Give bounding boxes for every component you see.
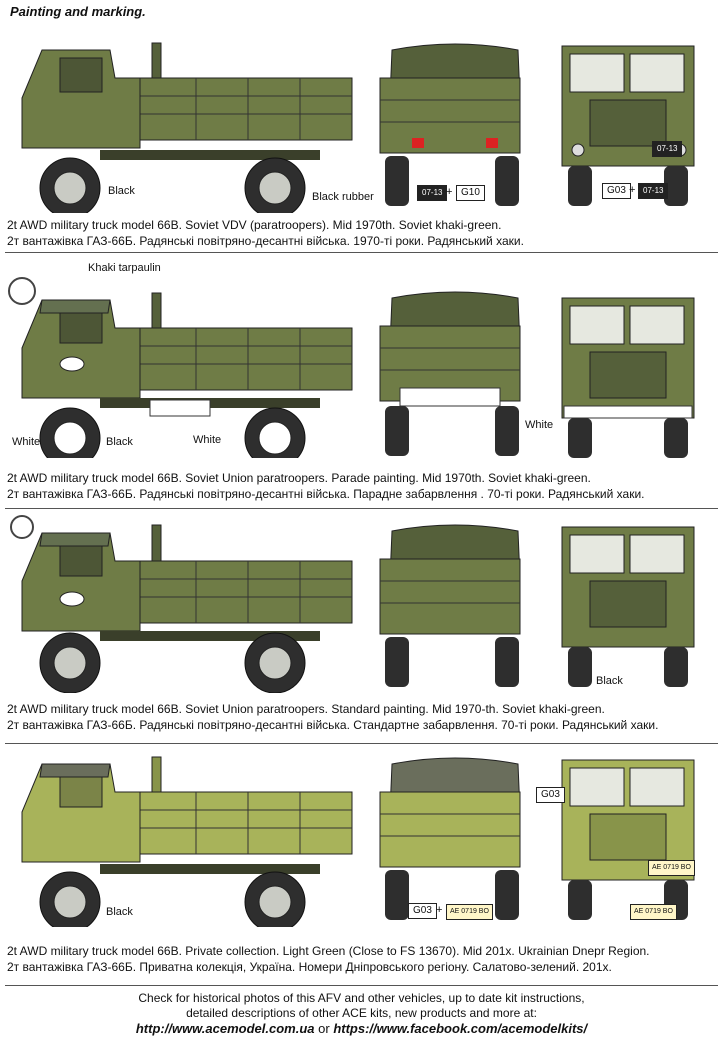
front-number-plate: 07-13 [638, 183, 669, 199]
front-view [561, 45, 695, 206]
caption-en: 2t AWD military truck model 66B. Private… [7, 944, 650, 958]
divider [5, 985, 718, 986]
plus-sign: + [446, 186, 453, 198]
footer-line: Check for historical photos of this AFV … [138, 991, 585, 1005]
rear-code-plate: G03 [408, 903, 437, 919]
website-link[interactable]: http://www.acemodel.com.ua [135, 1021, 315, 1036]
front-view [561, 759, 695, 920]
label-tarpaulin: Khaki tarpaulin [88, 262, 161, 274]
front-small-plate: AE 0719 BO [648, 860, 695, 876]
side-view [21, 42, 353, 213]
front-code-plate: G03 [602, 183, 631, 199]
truck-views-2 [8, 277, 695, 458]
plus-sign: + [436, 904, 443, 916]
label-white: White [12, 436, 41, 448]
caption-en: 2t AWD military truck model 66B. Soviet … [7, 702, 605, 716]
rear-view [379, 524, 521, 687]
rear-code-plate: G10 [456, 185, 485, 201]
truck-views-4 [21, 756, 695, 927]
label-white: White [525, 419, 554, 431]
footer-line: detailed descriptions of other ACE kits,… [186, 1006, 537, 1020]
vehicle-section-2: Khaki tarpaulin White Black White White … [0, 258, 723, 503]
front-view [561, 526, 695, 687]
label-white: White [193, 434, 222, 446]
page-title: Painting and marking. [10, 4, 146, 19]
side-view [21, 756, 353, 927]
caption-en: 2t AWD military truck model 66B. Soviet … [7, 218, 502, 232]
front-number-plate: AE 0719 BO [630, 904, 677, 920]
caption-ua: 2т вантажівка ГАЗ-66Б. Радянські повітря… [7, 718, 659, 732]
label-black-rubber: Black rubber [312, 191, 374, 203]
footer-links: http://www.acemodel.com.ua or https://ww… [0, 1021, 723, 1036]
rear-number-plate: AE 0719 BO [446, 904, 493, 920]
label-black: Black [108, 185, 135, 197]
divider [5, 252, 718, 253]
rear-number-plate: 07-13 [417, 185, 448, 201]
plus-sign: + [629, 184, 636, 196]
divider [5, 743, 718, 744]
divider [5, 508, 718, 509]
vehicle-section-3: Black 2t AWD military truck model 66B. S… [0, 513, 723, 738]
or-text: or [314, 1021, 334, 1036]
rear-view [379, 43, 521, 206]
side-code-plate: G03 [536, 787, 565, 803]
vehicle-section-1: Black Black rubber 07-13 + G10 07-13 G03… [0, 38, 723, 248]
facebook-link[interactable]: https://www.facebook.com/acemodelkits/ [333, 1021, 588, 1036]
caption-ua: 2т вантажівка ГАЗ-66Б. Приватна колекція… [7, 960, 612, 974]
side-view [10, 515, 353, 693]
truck-views-3 [10, 515, 695, 693]
rear-view [379, 757, 521, 920]
label-black: Black [596, 675, 623, 687]
truck-views-1 [21, 42, 695, 213]
footer: Check for historical photos of this AFV … [0, 991, 723, 1036]
caption-en: 2t AWD military truck model 66B. Soviet … [7, 471, 591, 485]
caption-ua: 2т вантажівка ГАЗ-66Б. Радянські повітря… [7, 487, 645, 501]
vehicle-section-4: G03 AE 0719 BO Black G03 + AE 0719 BO AE… [0, 752, 723, 982]
side-view [8, 277, 353, 458]
cab-number-plate: 07-13 [652, 141, 683, 157]
front-view [561, 297, 695, 458]
caption-ua: 2т вантажівка ГАЗ-66Б. Радянські повітря… [7, 234, 524, 248]
rear-view [379, 291, 521, 456]
label-black: Black [106, 906, 133, 918]
label-black: Black [106, 436, 133, 448]
